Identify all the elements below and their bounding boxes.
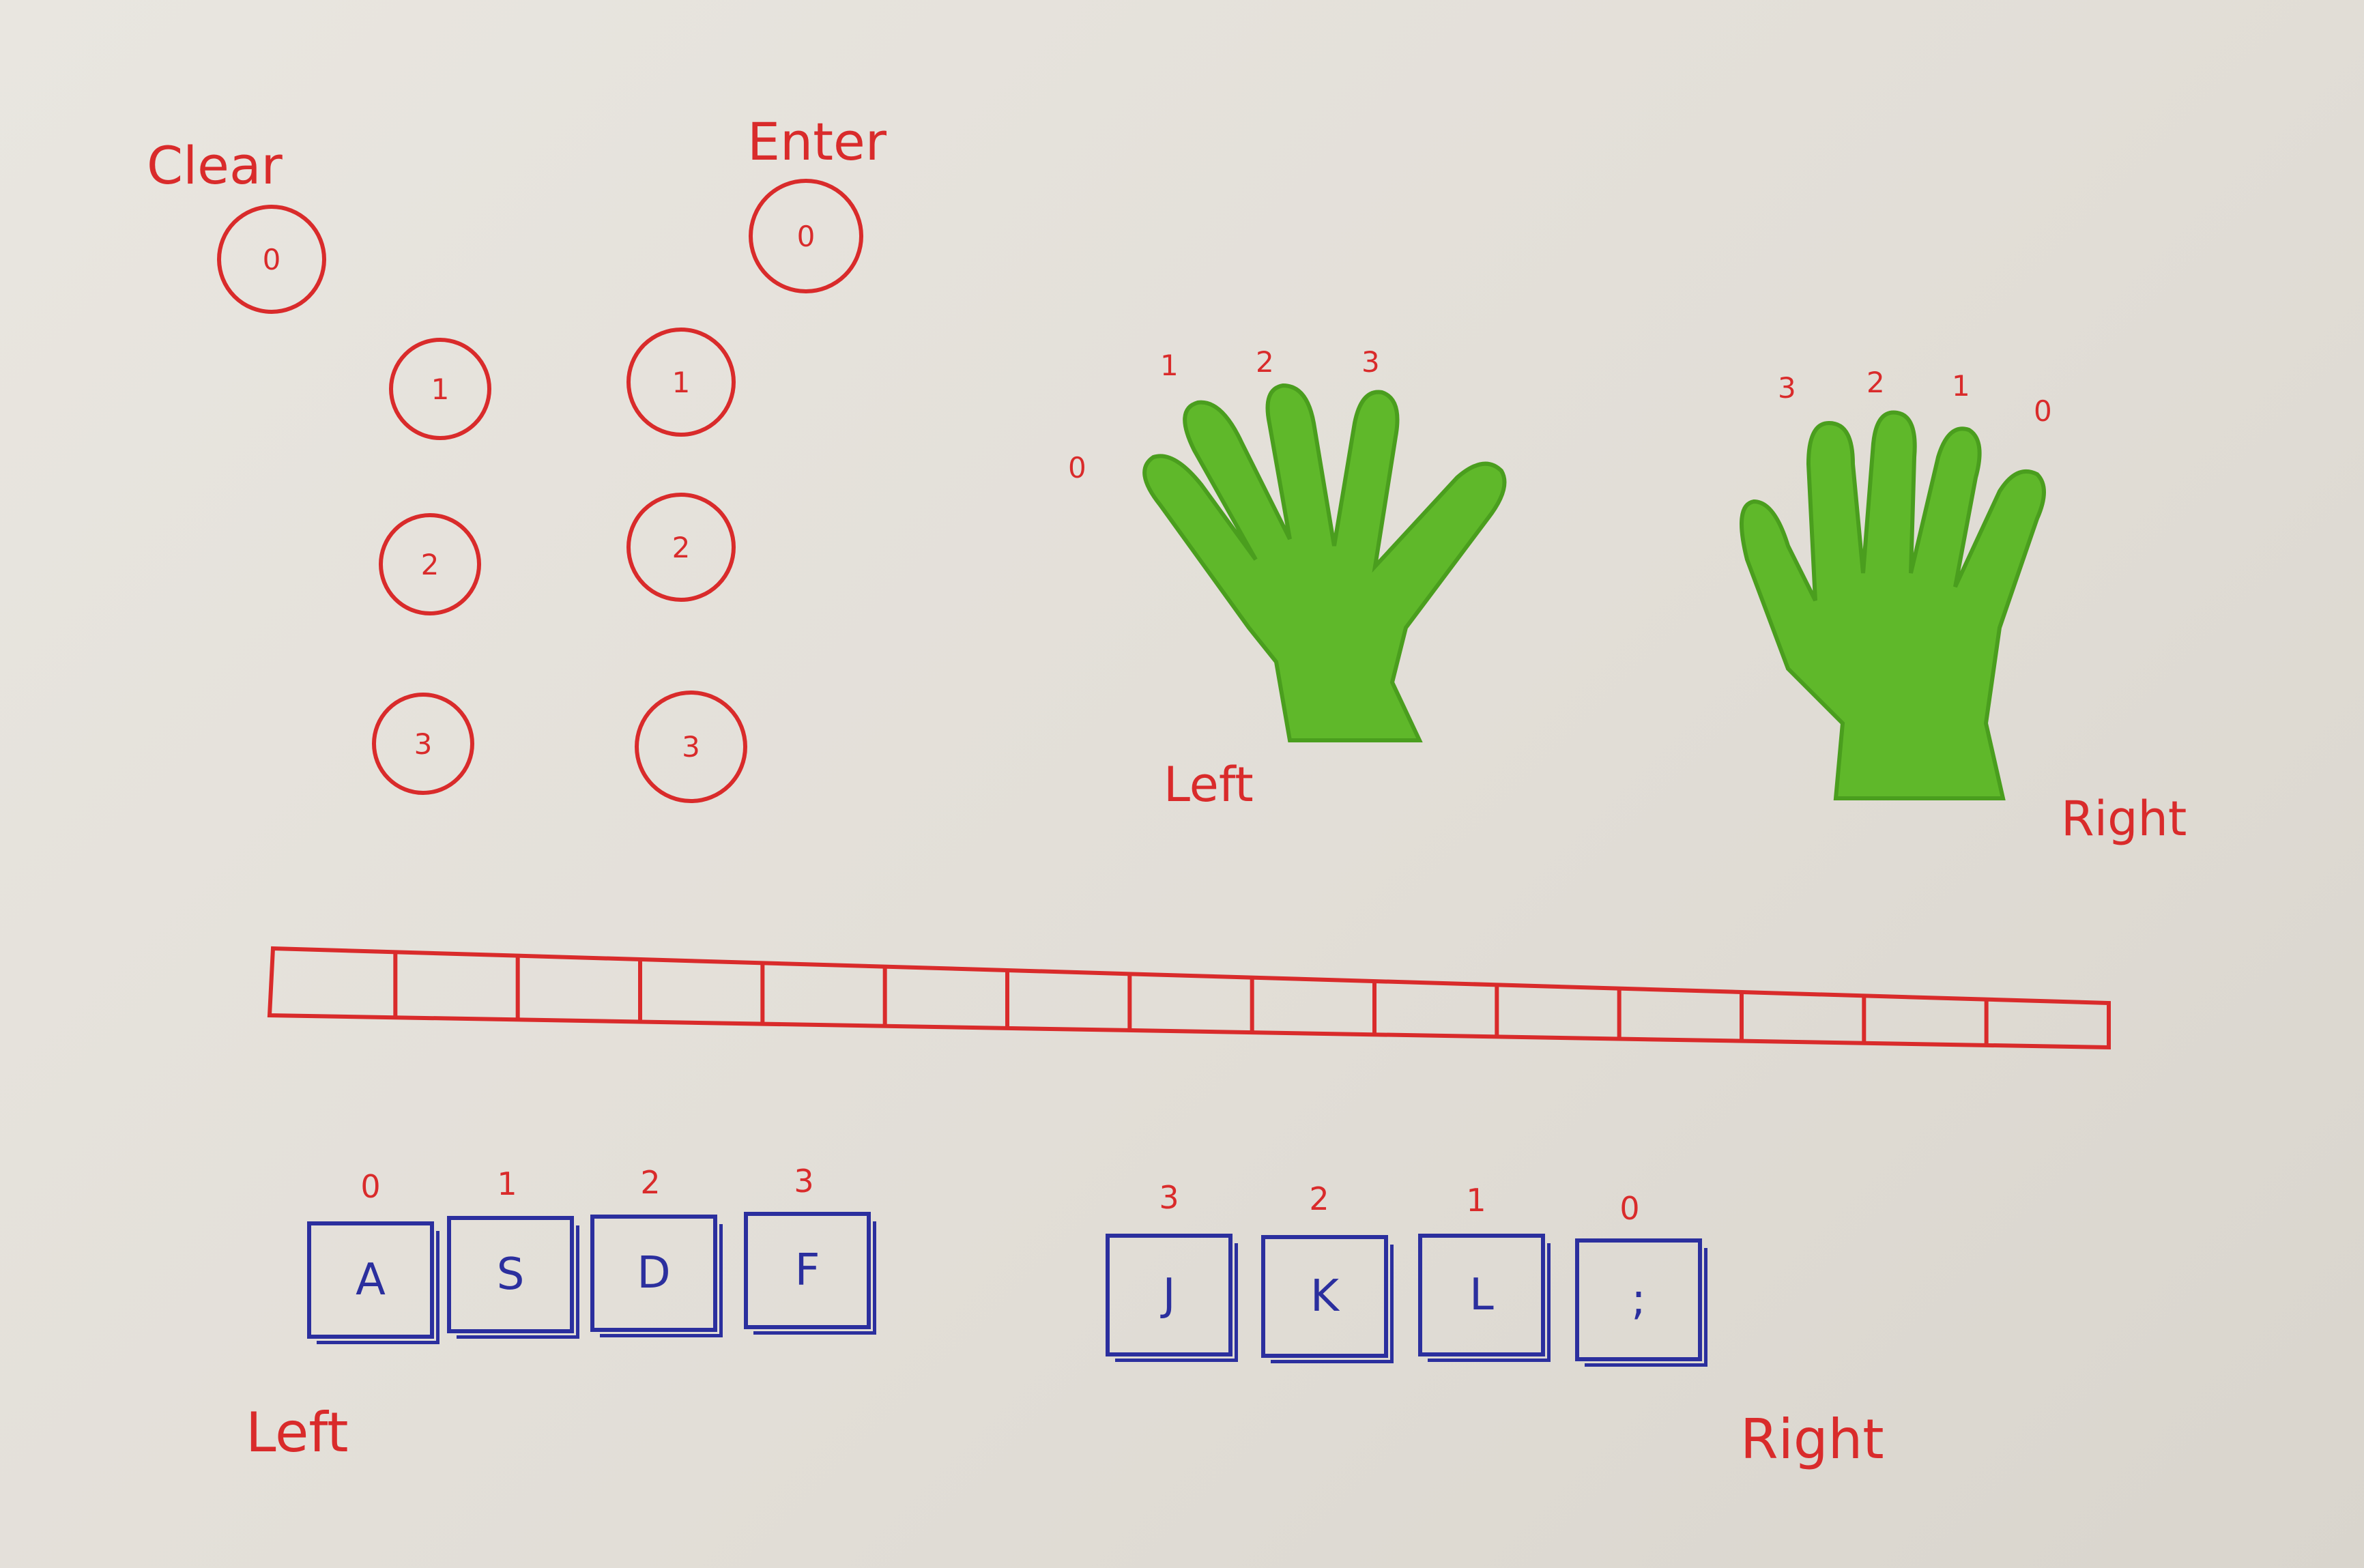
key-k-label: K xyxy=(1310,1271,1339,1322)
left-button-3[interactable]: 3 xyxy=(372,693,474,795)
key-l-label: L xyxy=(1469,1270,1494,1320)
key-semicolon-number: 0 xyxy=(1619,1190,1640,1227)
left-button-3-label: 3 xyxy=(414,727,433,761)
left-finger-3: 3 xyxy=(1361,345,1380,379)
enter-label: Enter xyxy=(747,111,886,172)
clear-button-value: 0 xyxy=(262,242,281,276)
right-finger-2: 2 xyxy=(1866,366,1885,399)
keyboard-left-label: Left xyxy=(246,1401,349,1464)
keyboard-right-label: Right xyxy=(1740,1408,1884,1471)
right-finger-0: 0 xyxy=(2034,394,2052,428)
right-hand-icon xyxy=(1740,410,2046,800)
left-button-2[interactable]: 2 xyxy=(379,513,481,615)
right-button-1-label: 1 xyxy=(672,365,691,399)
key-j[interactable]: J xyxy=(1106,1234,1238,1362)
left-button-1-label: 1 xyxy=(431,372,450,406)
right-button-1[interactable]: 1 xyxy=(626,328,736,437)
left-button-1[interactable]: 1 xyxy=(389,338,491,440)
left-hand-icon xyxy=(1142,383,1507,742)
left-hand-label: Left xyxy=(1164,757,1254,813)
key-j-number: 3 xyxy=(1159,1179,1179,1216)
key-semicolon-label: ; xyxy=(1631,1275,1646,1325)
right-button-2-label: 2 xyxy=(672,530,691,564)
key-d-label: D xyxy=(637,1248,671,1298)
right-finger-1: 1 xyxy=(1952,369,1970,403)
key-d-number: 2 xyxy=(640,1164,661,1201)
key-d[interactable]: D xyxy=(590,1215,723,1337)
right-hand-label: Right xyxy=(2061,791,2187,847)
key-j-label: J xyxy=(1162,1270,1176,1320)
left-button-2-label: 2 xyxy=(420,547,439,581)
key-k-number: 2 xyxy=(1309,1180,1329,1217)
left-finger-1: 1 xyxy=(1160,349,1179,382)
key-f-number: 3 xyxy=(794,1163,814,1200)
key-l[interactable]: L xyxy=(1418,1234,1551,1362)
right-button-2[interactable]: 2 xyxy=(626,493,736,602)
clear-button[interactable]: 0 xyxy=(217,205,326,314)
key-s-label: S xyxy=(496,1249,525,1300)
key-l-number: 1 xyxy=(1466,1182,1486,1219)
key-f-label: F xyxy=(794,1245,820,1296)
right-button-3-label: 3 xyxy=(682,730,700,764)
enter-button-value: 0 xyxy=(796,219,816,253)
enter-button[interactable]: 0 xyxy=(749,179,863,293)
left-finger-2: 2 xyxy=(1256,345,1274,379)
input-strip xyxy=(267,946,2111,1050)
input-strip-dividers xyxy=(393,952,1989,1045)
clear-label: Clear xyxy=(147,135,283,196)
key-f[interactable]: F xyxy=(744,1212,876,1335)
key-s[interactable]: S xyxy=(447,1216,579,1339)
key-semicolon[interactable]: ; xyxy=(1575,1238,1707,1367)
key-k[interactable]: K xyxy=(1261,1235,1394,1363)
key-s-number: 1 xyxy=(497,1165,517,1202)
right-button-3[interactable]: 3 xyxy=(635,691,747,803)
key-a-number: 0 xyxy=(360,1168,381,1205)
right-finger-3: 3 xyxy=(1778,371,1796,405)
key-a[interactable]: A xyxy=(307,1221,439,1344)
key-a-label: A xyxy=(356,1255,386,1305)
left-finger-0: 0 xyxy=(1068,451,1086,484)
